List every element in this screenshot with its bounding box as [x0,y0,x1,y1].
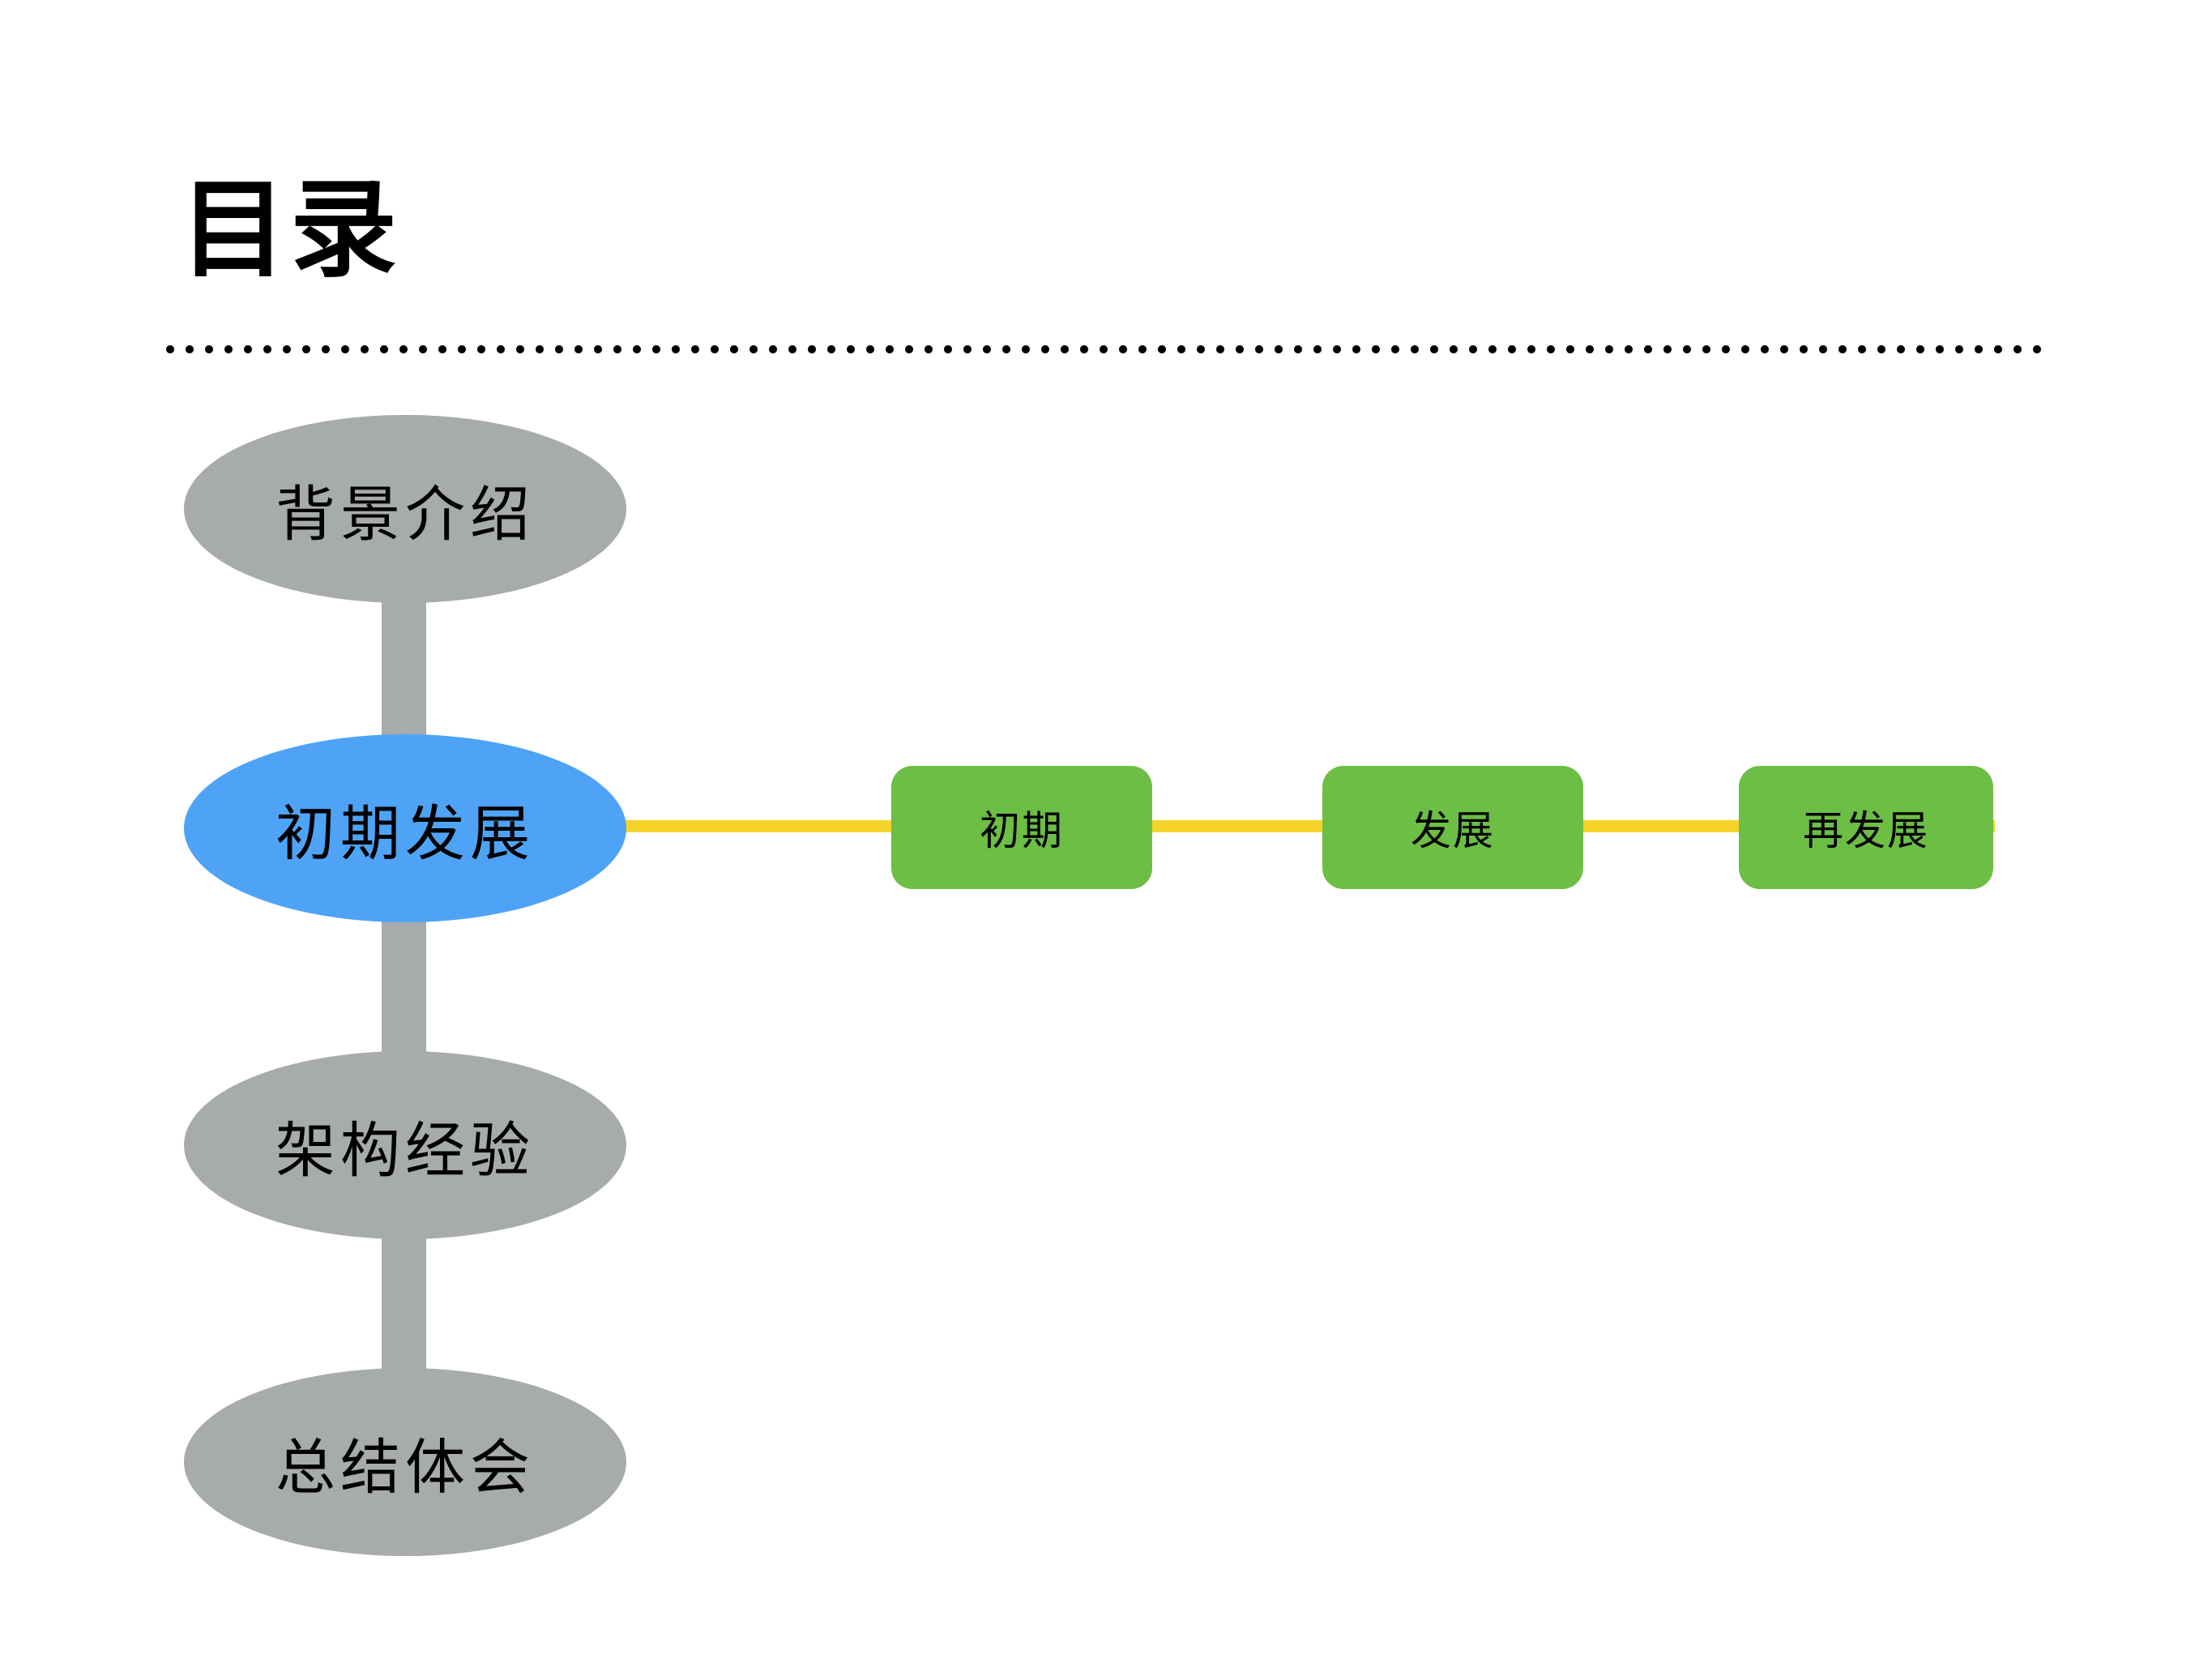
toc-node-summary: 总结体会 [184,1368,626,1556]
toc-node-label: 总结体会 [275,1433,535,1501]
toc-node-label: 初期发展 [275,799,535,867]
timeline-step-label: 发展 [1411,808,1495,853]
vertical-connector-line [382,509,426,1462]
page-title: 目录 [180,170,400,289]
dotted-divider [166,344,2046,354]
toc-node-label: 背景介绍 [275,480,535,548]
timeline-step-initial: 初期 [891,766,1152,889]
toc-node-early-development-active: 初期发展 [184,734,626,922]
timeline-step-redevelopment: 再发展 [1739,766,1993,889]
toc-node-label: 架构经验 [275,1116,535,1184]
toc-node-background-intro: 背景介绍 [184,415,626,603]
timeline-step-development: 发展 [1322,766,1583,889]
timeline-step-label: 再发展 [1803,808,1929,853]
toc-node-architecture-experience: 架构经验 [184,1051,626,1239]
timeline-step-label: 初期 [980,808,1064,853]
